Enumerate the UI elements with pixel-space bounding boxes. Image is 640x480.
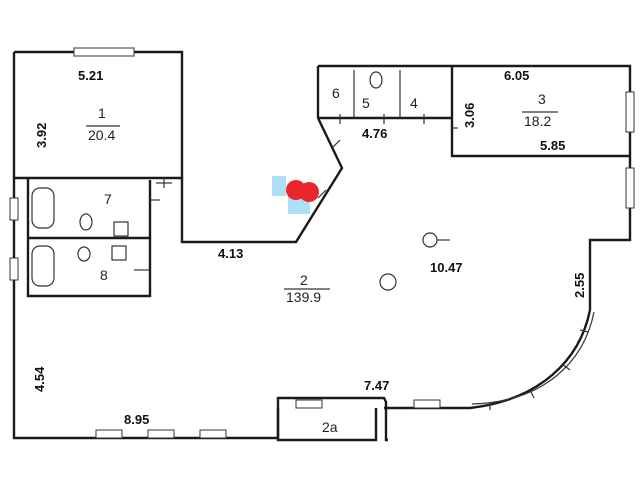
window-top (73, 47, 135, 57)
room-2a-number: 2a (322, 419, 338, 435)
room-3-number: 3 (538, 91, 546, 107)
column-1 (422, 232, 438, 248)
room-2-number: 2 (300, 272, 308, 288)
room-5-number: 5 (362, 95, 370, 111)
window-left-1 (9, 197, 19, 221)
toilet-7 (79, 213, 93, 231)
curved-window-inner (471, 311, 595, 405)
column-2 (379, 273, 397, 291)
window-right-2 (625, 167, 635, 209)
window-right-1 (625, 91, 635, 133)
dim-3-92: 3.92 (34, 123, 49, 148)
room-4-number: 4 (410, 95, 418, 111)
dim-5-85: 5.85 (540, 138, 565, 153)
dim-10-47: 10.47 (430, 260, 463, 275)
room-2-area: 139.9 (286, 289, 321, 305)
outer-walls (12, 50, 632, 442)
dim-6-05: 6.05 (504, 68, 529, 83)
bathtub-7 (31, 187, 55, 229)
dim-4-76: 4.76 (362, 126, 387, 141)
windows (9, 47, 635, 439)
bathtub-8 (31, 245, 55, 287)
dim-3-06: 3.06 (462, 103, 477, 128)
window-left-2 (9, 257, 19, 281)
toilet-5 (369, 71, 383, 89)
room-1-area: 20.4 (88, 127, 115, 143)
window-bottom-3 (199, 429, 227, 439)
dim-5-21: 5.21 (78, 68, 103, 83)
window-bottom-4 (295, 399, 323, 409)
room-6-number: 6 (332, 85, 340, 101)
window-bottom-5 (413, 399, 441, 409)
doors (134, 114, 458, 271)
window-bottom-1 (95, 429, 123, 439)
room-1-number: 1 (98, 105, 106, 121)
room-8-number: 8 (100, 267, 108, 283)
sink-7 (113, 221, 129, 237)
dim-4-13: 4.13 (218, 246, 243, 261)
window-bottom-2 (147, 429, 175, 439)
marker-highlight-left (272, 176, 286, 196)
dim-8-95: 8.95 (124, 412, 149, 427)
dim-7-47: 7.47 (364, 378, 389, 393)
toilet-8 (77, 246, 91, 262)
room-3-area: 18.2 (524, 113, 551, 129)
fixtures (31, 71, 450, 291)
sink-8 (111, 245, 127, 261)
curved-window-mullions (489, 329, 589, 410)
marker-dot-2 (299, 182, 319, 202)
dimension-labels: 5.21 3.92 6.05 3.06 4.76 5.85 4.13 10.47… (32, 68, 587, 427)
room-labels: 1 20.4 2 139.9 3 18.2 4 5 6 7 8 2a (86, 85, 558, 435)
dim-4-54: 4.54 (32, 366, 47, 392)
room-7-number: 7 (104, 191, 112, 207)
dim-2-55: 2.55 (572, 273, 587, 298)
location-marker (272, 176, 319, 214)
